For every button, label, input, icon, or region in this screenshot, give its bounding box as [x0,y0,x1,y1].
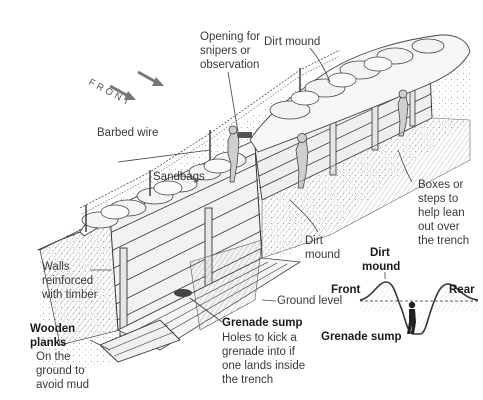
grenade-sump-hole [174,289,192,297]
label-opening: Opening for snipers or observation [200,31,260,71]
dirt-mound-rear [249,34,471,153]
svg-text:On the: On the [36,351,71,363]
svg-text:Wooden: Wooden [30,323,75,335]
label-dirt-mound-top: Dirt mound [264,36,320,48]
svg-text:Opening for: Opening for [200,31,260,43]
svg-text:Holes to kick a: Holes to kick a [222,332,297,344]
svg-text:mound: mound [305,249,340,261]
sniper-opening [238,132,252,138]
label-sandbags: Sandbags [153,171,205,183]
label-barbed-wire: Barbed wire [97,127,158,139]
timber-wall-front [109,147,263,337]
svg-text:out over: out over [418,221,460,233]
svg-text:observation: observation [200,59,259,71]
inset-front: Front [331,284,361,296]
svg-text:one lands inside: one lands inside [222,360,305,372]
inset-rear: Rear [449,284,475,296]
label-grenade-sump: Grenade sump Holes to kick a grenade int… [222,317,305,386]
svg-text:mound: mound [362,261,400,273]
arrow-icon [109,70,164,100]
label-walls: Walls reinforced with timber [41,261,98,301]
svg-text:snipers or: snipers or [200,45,251,57]
svg-text:Boxes or: Boxes or [418,179,464,191]
front-text: FRONT [87,77,134,109]
front-direction: FRONT [87,70,164,109]
leader-lines [89,47,413,351]
soldier-icon [407,301,416,334]
svg-text:grenade into if: grenade into if [222,346,296,358]
inset-grenade-sump: Grenade sump [321,331,402,343]
svg-text:planks: planks [30,337,66,349]
label-boxes: Boxes or steps to help lean out over the… [418,179,469,247]
svg-text:reinforced: reinforced [42,275,93,287]
soldier-figures [227,89,409,189]
svg-text:steps to: steps to [418,193,458,205]
svg-text:ground to: ground to [36,365,85,377]
svg-text:the trench: the trench [222,374,273,386]
svg-text:the trench: the trench [418,235,469,247]
svg-text:Dirt: Dirt [370,247,390,259]
svg-text:help lean: help lean [418,207,465,219]
svg-text:Grenade sump: Grenade sump [222,317,303,329]
svg-text:Walls: Walls [42,261,70,273]
label-wooden-planks: Wooden planks On the ground to avoid mud [30,323,89,391]
label-dirt-mound-mid: Dirt mound [305,235,340,261]
trench-drawing [37,34,471,380]
svg-text:avoid mud: avoid mud [36,379,89,391]
inset-ground-level: Ground level [277,295,342,307]
cross-section-inset: Dirt mound Front Rear Ground level Grena… [277,247,479,343]
svg-text:with timber: with timber [41,289,98,301]
svg-text:Dirt: Dirt [305,235,324,247]
